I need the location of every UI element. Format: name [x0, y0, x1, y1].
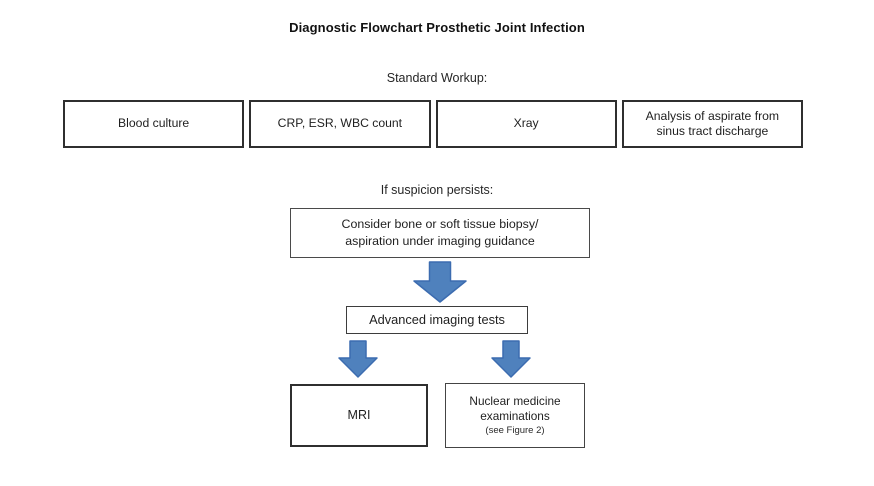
advanced-imaging-box: Advanced imaging tests [346, 306, 528, 334]
suspicion-persists-label: If suspicion persists: [380, 183, 494, 197]
down-arrow-icon [491, 340, 531, 378]
mri-box: MRI [290, 384, 428, 447]
down-arrow-shape [491, 340, 531, 378]
mri-label: MRI [347, 407, 371, 422]
down-arrow-icon [338, 340, 378, 378]
workup-box-label: Blood culture [118, 116, 190, 131]
standard-workup-label: Standard Workup: [386, 71, 488, 85]
nuclear-box-line1: Nuclear medicine [469, 394, 561, 408]
workup-box-label: Analysis of aspirate from sinus tract di… [645, 108, 780, 138]
workup-box-label: CRP, ESR, WBC count [277, 116, 403, 131]
nuclear-box-note: (see Figure 2) [485, 424, 545, 436]
page-title: Diagnostic Flowchart Prosthetic Joint In… [289, 20, 585, 35]
biopsy-aspiration-box: Consider bone or soft tissue biopsy/ asp… [290, 208, 590, 258]
biopsy-box-line1: Consider bone or soft tissue biopsy/ [341, 217, 539, 232]
standard-workup-row: Blood culture CRP, ESR, WBC count Xray A… [63, 100, 803, 148]
workup-box-label: Xray [513, 116, 539, 131]
workup-box-crp-esr-wbc: CRP, ESR, WBC count [249, 100, 431, 148]
nuclear-box-line2: examinations [480, 409, 550, 424]
workup-box-xray: Xray [435, 100, 617, 148]
down-arrow-icon [413, 261, 467, 303]
down-arrow-shape [338, 340, 378, 378]
down-arrow-shape [413, 261, 467, 303]
nuclear-medicine-box: Nuclear medicine examinations (see Figur… [445, 383, 585, 448]
workup-box-blood-culture: Blood culture [63, 100, 245, 148]
biopsy-box-line2: aspiration under imaging guidance [345, 234, 535, 248]
workup-box-aspirate-analysis: Analysis of aspirate from sinus tract di… [621, 100, 803, 148]
advanced-imaging-label: Advanced imaging tests [369, 312, 505, 327]
